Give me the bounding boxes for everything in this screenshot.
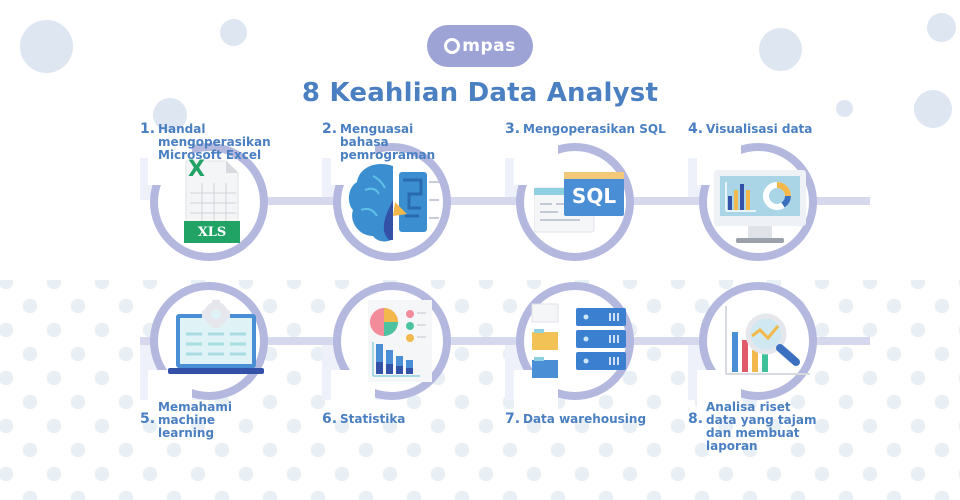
skill-number: 1.: [140, 121, 156, 137]
skill-label-3: 3. Mengoperasikan SQL: [505, 121, 685, 137]
skill-label-5: 5. Memahami machine learning: [140, 401, 300, 440]
skill-number: 5.: [140, 411, 156, 427]
skill-text: Analisa riset data yang tajam dan membua…: [706, 400, 817, 453]
bg-circle: [927, 13, 956, 42]
bg-circle: [914, 90, 952, 128]
skill-text: Visualisasi data: [706, 122, 813, 136]
skill-label-7: 7. Data warehousing: [505, 411, 685, 427]
skill-number: 3.: [505, 121, 521, 137]
server-folders-icon: [530, 298, 630, 382]
brain-circuit-icon: [345, 160, 445, 245]
skill-text: Data warehousing: [523, 412, 647, 426]
sql-window-icon: SQL: [533, 170, 634, 240]
skill-number: 6.: [322, 411, 338, 427]
excel-x-mark: X: [188, 157, 205, 182]
skill-ring-2: [331, 141, 451, 261]
bg-circle: [20, 20, 73, 73]
skill-number: 4.: [688, 121, 704, 137]
skill-text: Memahami machine learning: [158, 400, 232, 440]
bg-circle: [836, 100, 853, 117]
logo-text: mpas: [462, 36, 516, 56]
skill-text: Handal mengoperasikan Microsoft Excel: [158, 122, 271, 162]
logo-mark-icon: [444, 38, 461, 54]
skill-label-8: 8. Analisa riset data yang tajam dan mem…: [688, 401, 848, 453]
excel-xls-icon: X XLS: [180, 155, 244, 245]
skill-label-1: 1. Handal mengoperasikan Microsoft Excel: [140, 121, 320, 162]
skill-text: Menguasai bahasa pemrograman: [340, 122, 436, 162]
magnifier-chart-icon: [720, 302, 820, 382]
skill-number: 2.: [322, 121, 338, 137]
skill-number: 8.: [688, 411, 704, 427]
laptop-gear-icon: [166, 300, 266, 380]
skill-label-2: 2. Menguasai bahasa pemrograman: [322, 121, 462, 162]
skill-text: Mengoperasikan SQL: [523, 122, 666, 136]
connector-line-row2: [140, 337, 870, 345]
skill-number: 7.: [505, 411, 521, 427]
sql-label: SQL: [571, 184, 617, 208]
skill-label-4: 4. Visualisasi data: [688, 121, 868, 137]
compas-logo: mpas: [427, 25, 533, 67]
skill-label-6: 6. Statistika: [322, 411, 482, 427]
skill-text: Statistika: [340, 412, 406, 426]
bg-circle: [759, 28, 802, 71]
statistics-report-icon: [360, 298, 440, 384]
monitor-chart-icon: [710, 168, 810, 248]
bg-circle: [220, 19, 247, 46]
xls-label: XLS: [197, 225, 227, 240]
page-title: 8 Keahlian Data Analyst: [301, 78, 659, 108]
bg-circle: [153, 98, 187, 132]
